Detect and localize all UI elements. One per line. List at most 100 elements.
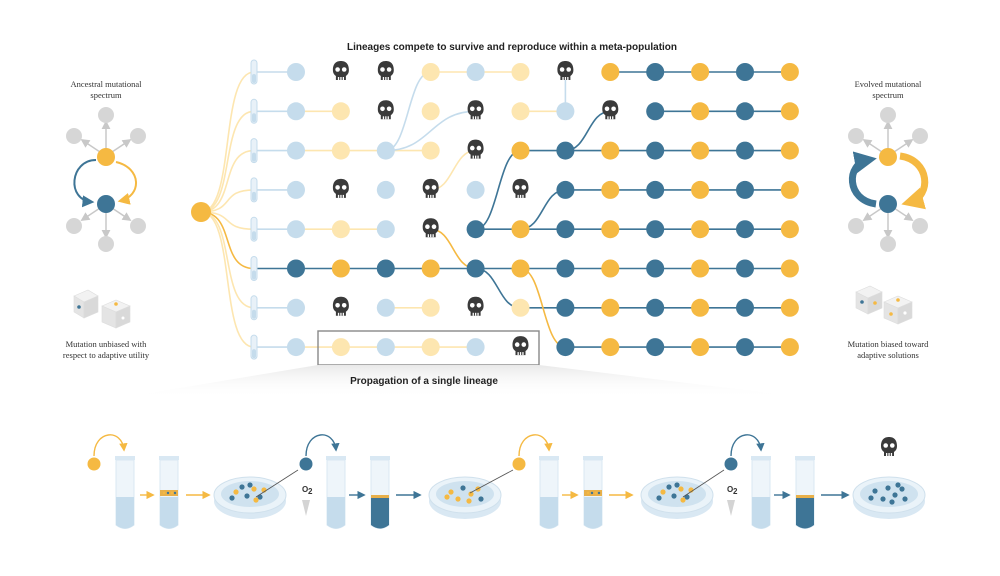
lineage-row (250, 334, 799, 360)
lineage-node (287, 102, 305, 121)
lineage-node (511, 102, 530, 121)
tube-medium (371, 497, 389, 529)
lineage-node (601, 220, 620, 239)
cell-dot (512, 457, 526, 471)
skull-icon (332, 178, 349, 198)
tube-medium (327, 497, 345, 529)
tube-medium (540, 497, 558, 529)
lineage-node (780, 102, 799, 121)
skull-icon (881, 437, 897, 456)
root-branch-line (200, 211, 255, 309)
unbiased-dice-icon (73, 289, 131, 329)
cell-dot (586, 491, 590, 495)
tube-medium (796, 497, 814, 529)
lineage-node (466, 259, 485, 278)
colony-dot (656, 495, 662, 501)
lineage-node (780, 220, 799, 239)
lineage-nodes (191, 59, 799, 360)
colony-dot (233, 489, 239, 495)
colony-dot (880, 496, 886, 502)
colony-dot (671, 493, 677, 499)
skull-icon (512, 336, 529, 356)
skull-icon (422, 178, 439, 198)
lineage-node (466, 338, 485, 357)
lineage-node (287, 63, 305, 81)
culture-medium (252, 113, 256, 123)
cell-band (371, 495, 389, 498)
lineage-node (736, 102, 754, 121)
root-branch-line (200, 211, 255, 348)
oxygen-symbol: O (727, 485, 733, 494)
lineage-node (736, 180, 754, 199)
lineage-node (736, 338, 754, 357)
lineage-node (556, 141, 575, 160)
evolved-label-line2: spectrum (872, 90, 904, 100)
lineage-node (331, 141, 350, 160)
lineage-node (421, 338, 440, 357)
colony-dot (455, 496, 461, 502)
lineage-node (421, 102, 440, 121)
lineage-node (601, 63, 620, 81)
cell-dot (87, 457, 101, 471)
lineage-node (601, 338, 620, 357)
lineage-node (691, 180, 710, 199)
lineage-node (691, 141, 710, 160)
skull-icon (332, 296, 349, 316)
lineage-node (646, 259, 665, 278)
colony-dot (251, 486, 257, 492)
lineage-node (601, 141, 620, 160)
lineage-node (511, 63, 530, 81)
colony-dot (660, 489, 666, 495)
cell-dot (724, 457, 738, 471)
lineage-node (511, 259, 530, 278)
lineage-node (691, 220, 710, 239)
lineage-node (691, 338, 710, 357)
dish-medium (860, 481, 918, 507)
colony-dot (895, 482, 901, 488)
lineage-node (331, 338, 350, 357)
skull-icon (467, 100, 484, 120)
ancestral-spectrum-panel: Ancestral mutational spectrum (63, 79, 150, 360)
lineage-node (736, 63, 754, 81)
seed-cell (299, 434, 340, 471)
lineage-node (421, 141, 440, 160)
lineage-row (250, 138, 799, 164)
culture-tube-icon (370, 456, 390, 529)
lineage-node (601, 180, 620, 199)
lineage-node (287, 220, 305, 239)
lineage-node (736, 141, 754, 160)
tube-medium (160, 497, 178, 529)
lineage-node (331, 259, 350, 278)
colony-dot (899, 486, 905, 492)
tube-rim (159, 456, 179, 460)
lineage-node (511, 220, 530, 239)
pick-line (469, 469, 514, 494)
colony-dot (674, 482, 680, 488)
lineage-node (556, 259, 575, 278)
inoculate-arrow (93, 434, 128, 457)
cell-dot (597, 491, 601, 495)
culture-medium (252, 74, 256, 83)
skull-icon (377, 61, 394, 80)
oxygen-cone (727, 500, 735, 516)
ancestral-label-line1: Ancestral mutational (70, 79, 142, 89)
oxygen-subscript: 2 (308, 487, 313, 496)
lineage-node (376, 220, 395, 239)
lineage-node (421, 298, 440, 317)
lineage-node (780, 338, 799, 357)
lineage-node (421, 259, 440, 278)
colony-dot (868, 495, 874, 501)
lineage-node (601, 259, 620, 278)
lineage-node (511, 141, 530, 160)
cell-dot (590, 491, 594, 495)
ancestral-spectrum-graphic (66, 107, 146, 252)
petri-dish-icon (852, 476, 926, 519)
colony-dot (889, 499, 895, 505)
colony-dot (239, 484, 245, 490)
culture-tube-icon (115, 456, 135, 529)
oxygen-cone (302, 500, 310, 516)
culture-tube-icon (583, 456, 603, 529)
culture-medium (252, 349, 256, 359)
